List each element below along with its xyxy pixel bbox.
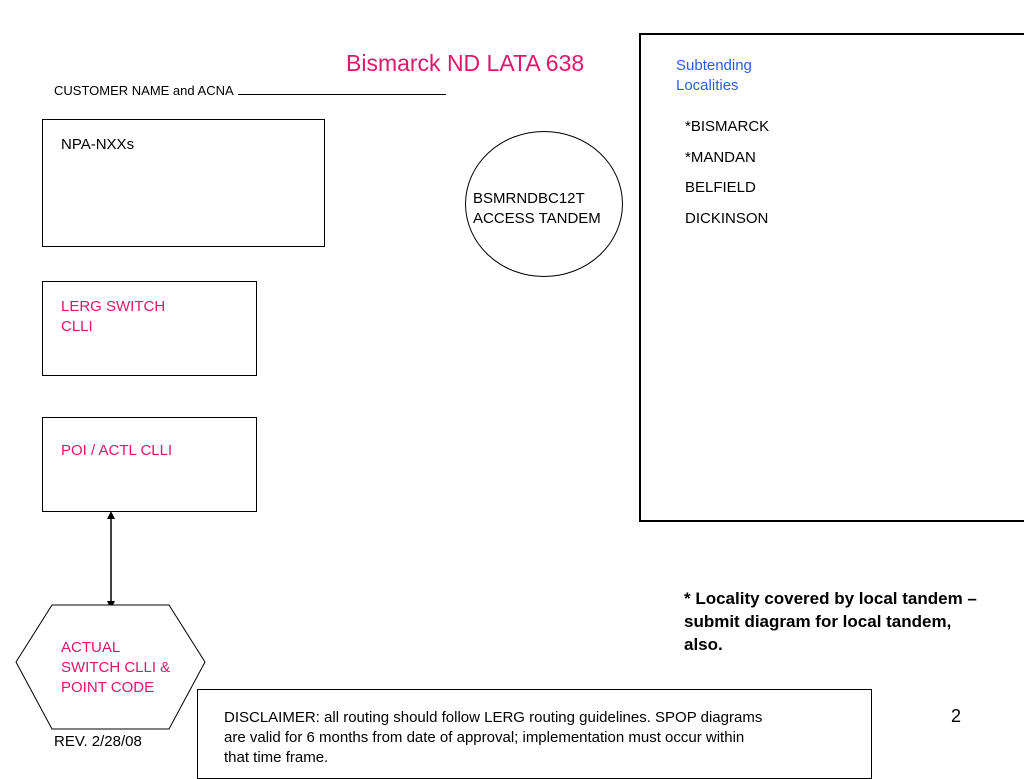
note-line3: also. — [684, 635, 723, 654]
lerg-switch-label-line1: LERG SWITCH — [61, 298, 166, 315]
actual-switch-label: ACTUAL SWITCH CLLI & POINT CODE — [61, 638, 170, 698]
actual-switch-line2: SWITCH CLLI & — [61, 659, 171, 676]
list-item: *BISMARCK — [685, 118, 770, 135]
poi-actl-label: POI / ACTL CLLI — [61, 442, 173, 459]
customer-name-blank[interactable] — [237, 84, 446, 95]
localities-title-line2: Localities — [676, 77, 739, 94]
access-tandem-circle — [465, 131, 623, 277]
subtending-localities-box — [639, 33, 1024, 522]
poi-actl-box: POI / ACTL CLLI — [42, 417, 257, 512]
revision-date: REV. 2/28/08 — [54, 733, 142, 750]
tandem-clli: BSMRNDBC12T — [473, 190, 585, 207]
page-number: 2 — [951, 706, 962, 726]
note-line2: submit diagram for local tandem, — [684, 612, 952, 631]
disclaimer-line1: DISCLAIMER: all routing should follow LE… — [224, 709, 763, 726]
localities-list: *BISMARCK *MANDAN BELFIELD DICKINSON — [685, 116, 769, 238]
lerg-switch-box: LERG SWITCH CLLI — [42, 281, 257, 376]
disclaimer-line2: are valid for 6 months from date of appr… — [224, 729, 745, 746]
tandem-type: ACCESS TANDEM — [473, 210, 601, 227]
disclaimer-line3: that time frame. — [224, 749, 329, 766]
npa-nxx-label: NPA-NXXs — [61, 136, 135, 153]
actual-switch-hexagon — [15, 604, 206, 730]
localities-title: Subtending Localities — [676, 56, 752, 96]
double-arrow-connector — [107, 511, 115, 609]
access-tandem-label: BSMRNDBC12T ACCESS TANDEM — [473, 189, 601, 229]
actual-switch-line3: POINT CODE — [61, 679, 155, 696]
lerg-switch-label: LERG SWITCH CLLI — [61, 297, 165, 337]
customer-name-field: CUSTOMER NAME and ACNA — [54, 83, 446, 98]
lerg-switch-label-line2: CLLI — [61, 318, 93, 335]
npa-nxx-box: NPA-NXXs — [42, 119, 325, 247]
list-item: *MANDAN — [685, 148, 756, 166]
local-tandem-note: * Locality covered by local tandem – sub… — [684, 587, 1024, 656]
customer-name-label: CUSTOMER NAME and ACNA — [54, 83, 234, 98]
page-title: Bismarck ND LATA 638 — [346, 50, 585, 76]
list-item: DICKINSON — [685, 209, 769, 227]
localities-title-line1: Subtending — [676, 57, 752, 74]
list-item: BELFIELD — [685, 179, 756, 196]
note-line1: * Locality covered by local tandem – — [684, 589, 977, 608]
actual-switch-line1: ACTUAL — [61, 639, 121, 656]
disclaimer-text: DISCLAIMER: all routing should follow LE… — [224, 708, 849, 768]
